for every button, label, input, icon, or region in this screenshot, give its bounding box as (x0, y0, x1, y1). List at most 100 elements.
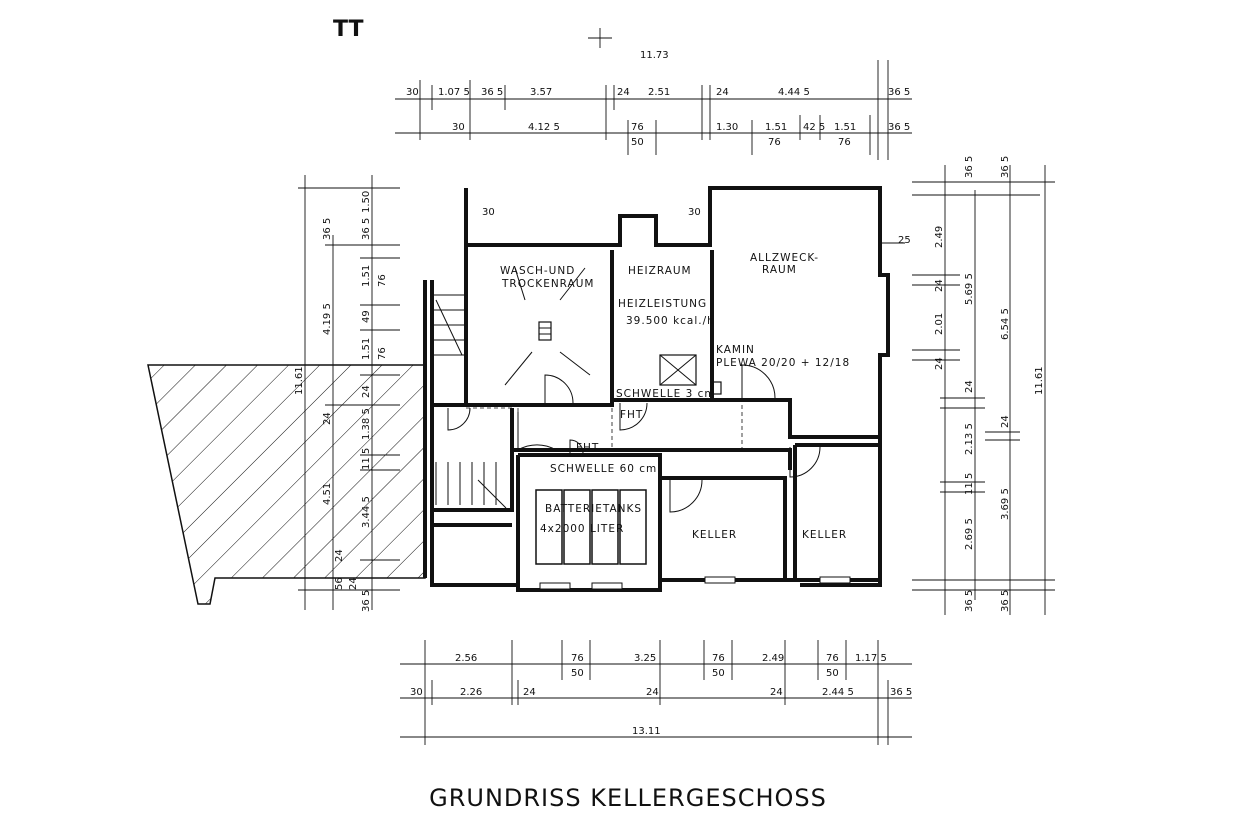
dim-top-r2-3: 50 (631, 137, 644, 148)
dim-bottom-r1-3: 3.25 (634, 653, 656, 664)
dim-right-8: 24 (934, 357, 945, 370)
dim-bottom-r2-1: 2.26 (460, 687, 482, 698)
label-fht-2: FHT (576, 442, 599, 454)
dim-left-10: 24 (361, 385, 372, 398)
dim-left-18: 24 (348, 577, 359, 590)
dim-left-14: 4.51 (322, 483, 333, 505)
dim-top-r2-0: 30 (452, 122, 465, 133)
interior-details (432, 267, 821, 513)
dim-right-15: 36 5 (964, 590, 975, 612)
label-heizleistung: HEIZLEISTUNG (618, 298, 707, 310)
dim-right-14: 2.69 5 (964, 518, 975, 550)
dim-right-5: 6.54 5 (1000, 308, 1011, 340)
dim-top-r2-9: 76 (838, 137, 851, 148)
right-dimension-chains: 36 5 36 5 2.49 24 5.69 5 6.54 5 11.61 2.… (482, 156, 1055, 615)
dim-left-6: 76 (377, 274, 388, 287)
dim-bottom-r1-4: 76 (712, 653, 725, 664)
dim-left-17: 56 (334, 577, 345, 590)
label-schwelle-60cm: SCHWELLE 60 cm (550, 463, 657, 475)
dim-left-9: 76 (377, 347, 388, 360)
dim-left-0: 11.61 (294, 366, 305, 395)
dim-left-11: 1.38 5 (361, 408, 372, 440)
dim-right-0: 36 5 (964, 156, 975, 178)
dim-bottom-r2-4: 24 (770, 687, 783, 698)
dim-left-1: 4.19 5 (322, 303, 333, 335)
dim-top-r2-5: 1.51 (765, 122, 787, 133)
dim-top-r1-3: 3.57 (530, 87, 552, 98)
dim-top-r1-5: 2.51 (648, 87, 670, 98)
label-heizraum: HEIZRAUM (628, 265, 692, 277)
dim-top-r1-4: 24 (617, 87, 630, 98)
dim-right-17: 25 (898, 235, 911, 246)
dim-bottom-r1-7: 76 (826, 653, 839, 664)
dim-left-5: 1.51 (361, 265, 372, 287)
dim-right-3: 24 (934, 279, 945, 292)
dim-right-9: 24 (964, 380, 975, 393)
label-kamin: KAMIN (716, 344, 755, 356)
dim-right-6: 11.61 (1034, 366, 1045, 395)
label-allzweck-2: RAUM (762, 264, 797, 276)
label-fht-1: FHT (620, 409, 643, 421)
hatched-terrain (147, 364, 426, 605)
room-labels: WASCH-UND TROCKENRAUM HEIZRAUM HEIZLEIST… (500, 252, 850, 541)
corner-mark: TT (333, 17, 364, 42)
window-marks (539, 187, 851, 590)
dim-top-r1-8: 36 5 (888, 87, 910, 98)
dim-bottom-r2-3: 24 (646, 687, 659, 698)
dim-top-r1-7: 4.44 5 (778, 87, 810, 98)
dim-left-2: 1.50 (361, 191, 372, 213)
label-plewa: PLEWA 20/20 + 12/18 (716, 357, 850, 369)
dim-right-4: 5.69 5 (964, 273, 975, 305)
battery-tanks (535, 489, 647, 565)
dim-top-r2-1: 4.12 5 (528, 122, 560, 133)
dim-right-10: 2.13 5 (964, 423, 975, 455)
label-keller-1: KELLER (692, 529, 737, 541)
dim-left-7: 49 (361, 310, 372, 323)
dim-bottom-r2-2: 24 (523, 687, 536, 698)
dim-left-4: 36 5 (361, 218, 372, 240)
dim-top-r1-6: 24 (716, 87, 729, 98)
dim-top-r2-6: 42 5 (803, 122, 825, 133)
dim-top-r2-8: 1.51 (834, 122, 856, 133)
dim-right-1: 36 5 (1000, 156, 1011, 178)
label-wasch-1: WASCH-UND (500, 265, 575, 277)
bottom-dimension-chains: 2.56 76 50 3.25 76 50 2.49 76 50 1.17 5 … (400, 640, 912, 745)
label-allzweck-1: ALLZWECK- (750, 252, 819, 264)
chimney-icon (711, 381, 722, 395)
dim-bottom-total: 13.11 (632, 726, 661, 737)
dim-bottom-r1-6: 2.49 (762, 653, 784, 664)
label-liter: 4x2000 LITER (540, 523, 624, 535)
dim-right-12: 11 5 (964, 473, 975, 495)
dim-left-8: 1.51 (361, 338, 372, 360)
dim-top-r2-10: 36 5 (888, 122, 910, 133)
dim-bottom-r1-8: 50 (826, 668, 839, 679)
dim-right-18: 30 (482, 207, 495, 218)
dim-bottom-r1-9: 1.17 5 (855, 653, 887, 664)
dim-right-16: 36 5 (1000, 590, 1011, 612)
dim-top-r2-4: 1.30 (716, 122, 738, 133)
dim-bottom-r2-5: 2.44 5 (822, 687, 854, 698)
floor-drain-icon (538, 321, 552, 341)
label-batterietanks: BATTERIETANKS (545, 503, 642, 515)
label-schwelle-3cm: SCHWELLE 3 cm (616, 388, 716, 400)
dim-top-r1-0: 30 (406, 87, 419, 98)
dim-left-12: 24 (322, 412, 333, 425)
dim-bottom-r2-6: 36 5 (890, 687, 912, 698)
label-keller-2: KELLER (802, 529, 847, 541)
dim-top-r2-2: 76 (631, 122, 644, 133)
dim-left-16: 24 (334, 549, 345, 562)
dim-top-total: 11.73 (640, 50, 669, 61)
dim-bottom-r2-0: 30 (410, 687, 423, 698)
drawing-title: GRUNDRISS KELLERGESCHOSS (429, 784, 827, 812)
dim-right-19: 30 (688, 207, 701, 218)
dim-right-2: 2.49 (934, 226, 945, 248)
dim-left-3: 36 5 (322, 218, 333, 240)
label-wasch-2: TROCKENRAUM (501, 278, 594, 290)
dim-left-13: 11 5 (361, 448, 372, 470)
dim-right-11: 24 (1000, 415, 1011, 428)
dim-top-r2-7: 76 (768, 137, 781, 148)
dim-bottom-r1-1: 76 (571, 653, 584, 664)
label-kcal: 39.500 kcal./h (626, 315, 715, 327)
dim-right-7: 2.01 (934, 313, 945, 335)
